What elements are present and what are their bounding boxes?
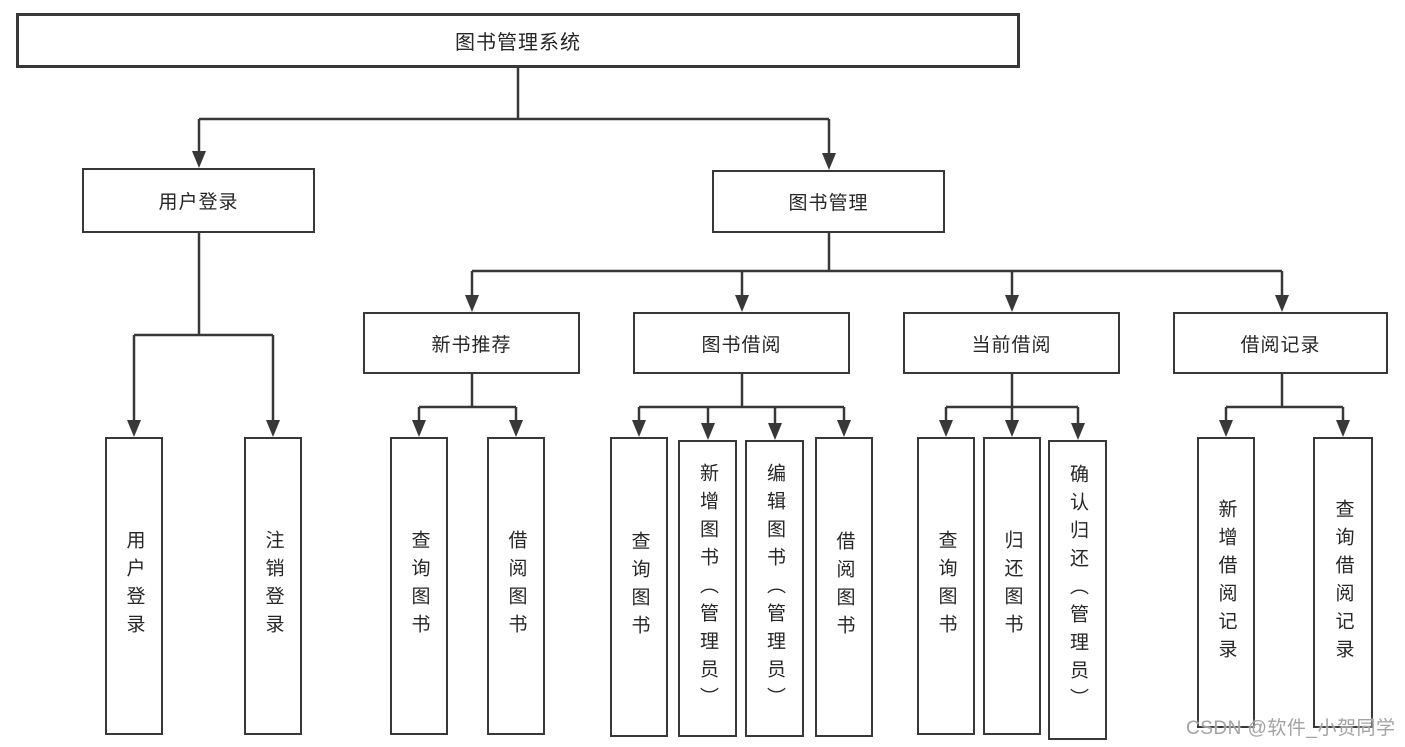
node-label: 借阅图书 <box>505 530 527 642</box>
node-label: 新增图书（管理员） <box>697 462 718 715</box>
node-label: 查询图书 <box>935 530 957 642</box>
leaf-br-add-record: 新增借阅记录 <box>1197 437 1255 728</box>
node-label: 当前借阅 <box>971 334 1052 356</box>
node-label: 新增借阅记录 <box>1215 498 1237 667</box>
leaf-user-login: 用户登录 <box>105 437 163 735</box>
node-label: 确认归还（管理员） <box>1067 464 1088 716</box>
node-label: 用户登录 <box>158 192 239 213</box>
leaf-rec-query-book: 查询图书 <box>390 437 448 735</box>
csdn-watermark: CSDN @软件_小贺同学 <box>1186 718 1396 739</box>
node-borrow-records: 借阅记录 <box>1173 312 1388 374</box>
node-label: 用户登录 <box>123 530 145 642</box>
node-user-login: 用户登录 <box>82 168 315 233</box>
leaf-cb-query-book: 查询图书 <box>917 437 975 735</box>
leaf-bb-borrow-book: 借阅图书 <box>815 437 873 737</box>
node-label: 编辑图书（管理员） <box>764 462 785 715</box>
node-label: 注销登录 <box>262 530 284 642</box>
node-label: 图书借阅 <box>701 334 782 356</box>
node-label: 归还图书 <box>1001 530 1023 642</box>
leaf-rec-borrow-book: 借阅图书 <box>487 437 545 735</box>
node-label: 图书管理系统 <box>455 32 581 54</box>
leaf-cb-return-book: 归还图书 <box>983 437 1041 735</box>
node-book-borrow: 图书借阅 <box>633 312 850 374</box>
node-label: 借阅图书 <box>833 531 855 643</box>
leaf-bb-query-book: 查询图书 <box>610 437 668 737</box>
leaf-bb-edit-book-admin: 编辑图书（管理员） <box>745 440 804 737</box>
leaf-cb-confirm-return-admin: 确认归还（管理员） <box>1048 440 1107 740</box>
node-book-management: 图书管理 <box>712 170 945 233</box>
arrowhead-icons <box>127 151 1350 440</box>
node-label: 查询借阅记录 <box>1332 498 1354 667</box>
leaf-logout: 注销登录 <box>244 437 302 735</box>
leaf-br-query-record: 查询借阅记录 <box>1313 437 1373 728</box>
node-current-borrow: 当前借阅 <box>903 312 1120 374</box>
node-label: 查询图书 <box>628 531 650 643</box>
node-label: 借阅记录 <box>1240 334 1321 356</box>
node-new-book-recommend: 新书推荐 <box>363 312 580 374</box>
leaf-bb-add-book-admin: 新增图书（管理员） <box>678 440 737 737</box>
node-label: 新书推荐 <box>431 334 512 356</box>
node-root-library-management-system: 图书管理系统 <box>16 13 1020 68</box>
node-label: 图书管理 <box>788 193 869 214</box>
node-label: 查询图书 <box>408 530 430 642</box>
